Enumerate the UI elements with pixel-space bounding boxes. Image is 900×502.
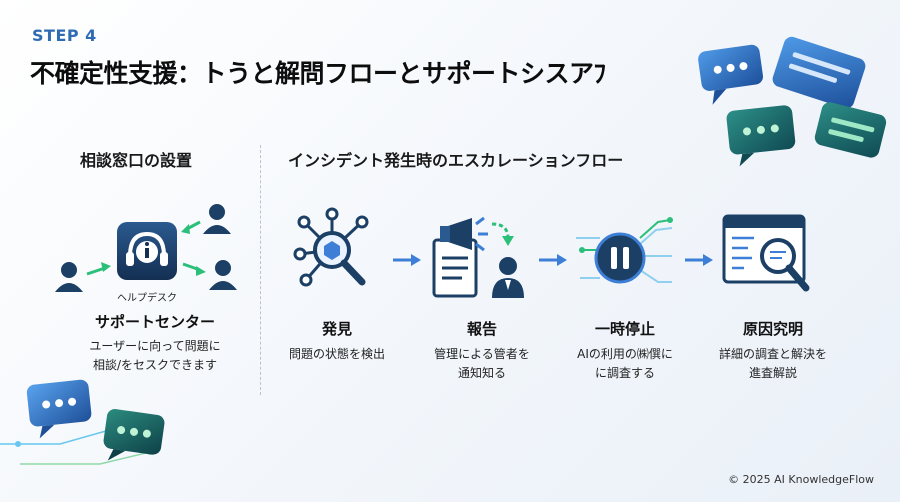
flow-arrow-2	[539, 252, 567, 271]
flow-step-title: 報告	[466, 320, 497, 338]
flow-step-desc-1: 問題の状態を検出	[288, 347, 385, 361]
flow-step-desc-2: 通知知る	[457, 366, 506, 380]
flow-step-2: 報告 管理による管者を 通知知る	[407, 318, 557, 383]
detect-icon	[293, 207, 369, 287]
section-divider	[260, 145, 261, 395]
flow-step-desc-2: に調査する	[594, 366, 655, 380]
helpdesk-label: ヘルプデスク	[117, 293, 177, 304]
root-cause-icon	[722, 214, 810, 292]
left-section-title: 相談窓口の設置	[80, 151, 193, 170]
right-section-title: インシデント発生時のエスカレーションフロー	[288, 151, 624, 170]
flow-step-title: 発見	[321, 320, 352, 338]
flow-step-4: 原因究明 詳細の調査と解決を 進査解説	[698, 318, 848, 383]
chat-bubbles-icon	[698, 36, 887, 167]
flow-step-desc-1: 管理による管者を	[434, 347, 530, 361]
support-center-description: ユーザーに向って問題に 相談/をセスクできます	[60, 337, 250, 375]
flow-arrow-3	[685, 252, 713, 271]
support-center-heading: サポートセンター	[94, 313, 215, 331]
chat-bubbles-bottom-icon	[0, 379, 165, 465]
flow-step-title: 原因究明	[742, 320, 803, 338]
support-desc-line-2: 相談/をセスクできます	[92, 358, 218, 372]
copyright-footer: © 2025 AI KnowledgeFlow	[728, 473, 874, 486]
support-desc-line-1: ユーザーに向って問題に	[89, 339, 221, 353]
pause-icon	[576, 217, 673, 284]
step-label: STEP 4	[32, 26, 97, 45]
flow-step-1: 発見 問題の状態を検出	[262, 318, 412, 364]
report-icon	[432, 216, 524, 298]
helpdesk-network-icon	[55, 204, 237, 292]
flow-step-title: 一時停止	[594, 320, 655, 338]
flow-step-desc-1: AIの利用の㈱僎に	[577, 347, 673, 361]
flow-step-desc-1: 詳細の調査と解決を	[718, 347, 827, 361]
page-title: 不確定性支援：トうと解問フローとサポートシスアﾌ	[30, 59, 606, 88]
flow-step-3: 一時停止 AIの利用の㈱僎に に調査する	[550, 318, 700, 383]
flow-arrow-1	[393, 252, 421, 271]
flow-step-desc-2: 進査解説	[748, 366, 797, 380]
